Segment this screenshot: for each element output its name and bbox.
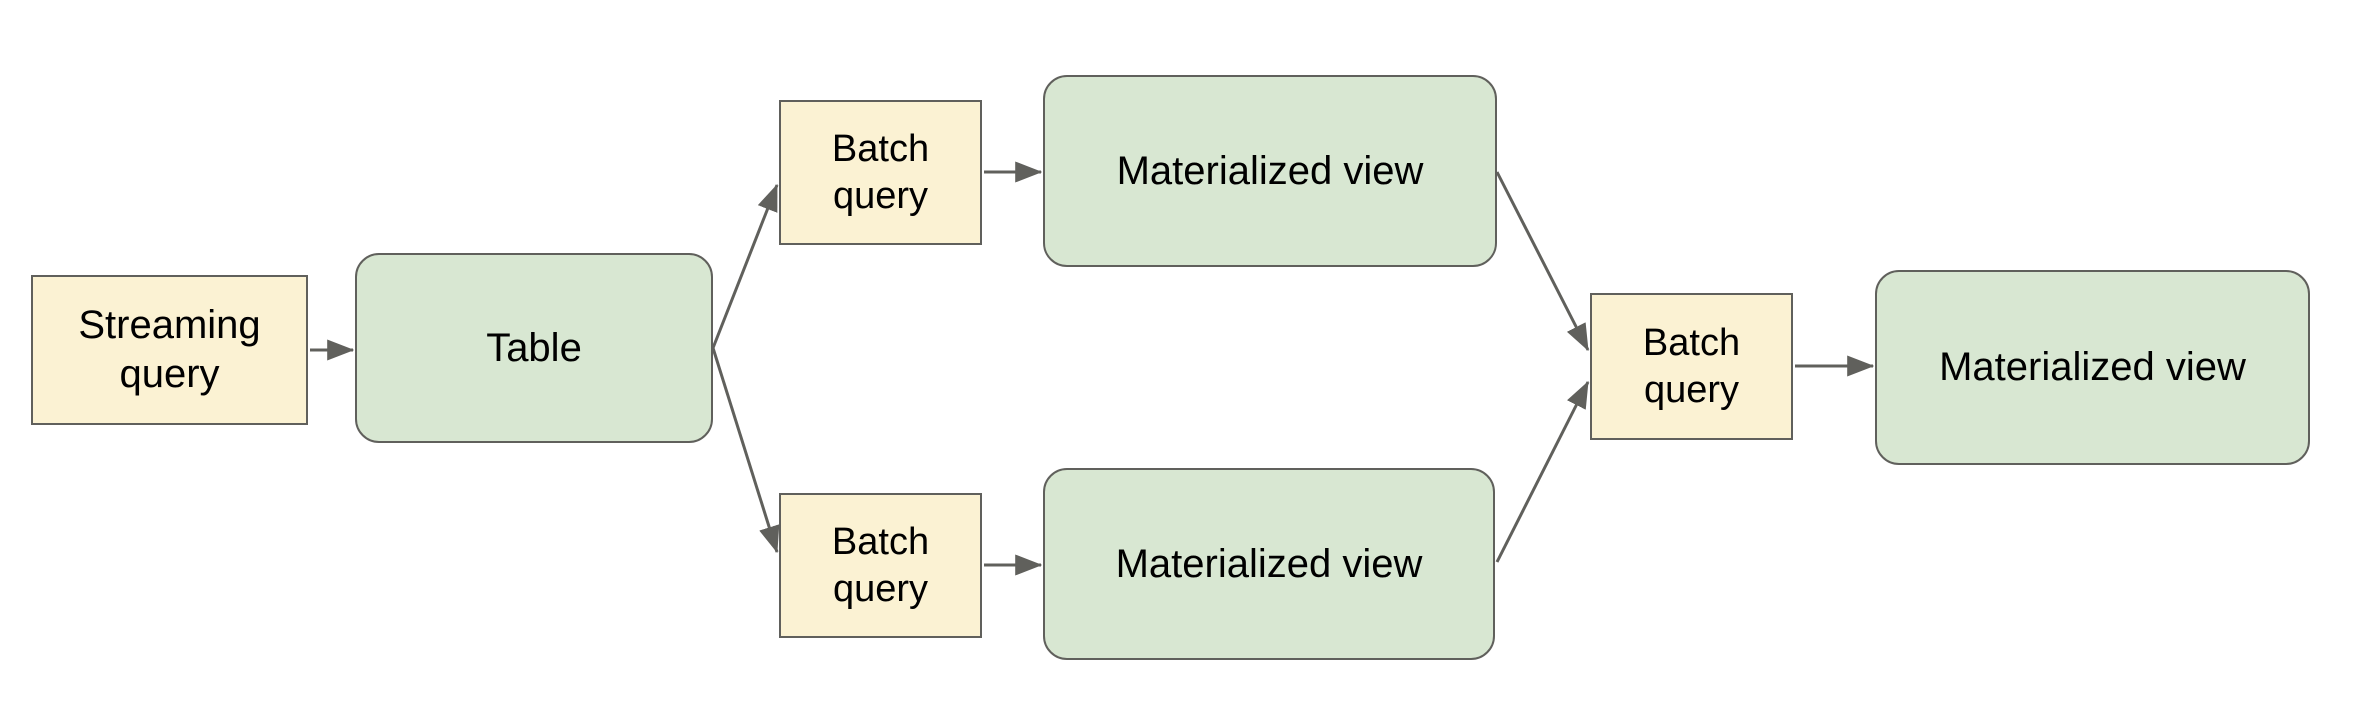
node-table-label: Table (486, 325, 582, 370)
node-batch-query-bottom[interactable]: Batch query (779, 493, 982, 638)
node-streaming-query[interactable]: Streaming query (31, 275, 308, 425)
node-materialized-view-top[interactable]: Materialized view (1043, 75, 1497, 267)
edge-materialized-view-top-to-batch-query-merge (1495, 171, 1590, 352)
edge-materialized-view-bottom-to-batch-query-merge (1495, 380, 1590, 563)
node-materialized-view-bottom-label: Materialized view (1115, 541, 1423, 586)
edge-table-to-batch-query-bottom (711, 347, 780, 554)
node-materialized-view-final-label: Materialized view (1939, 345, 2246, 390)
node-materialized-view-top-label: Materialized view (1116, 148, 1424, 193)
node-batch-query-merge[interactable]: Batch query (1590, 293, 1793, 440)
node-materialized-view-bottom[interactable]: Materialized view (1043, 468, 1495, 660)
node-table[interactable]: Table (355, 253, 713, 443)
node-batch-query-top[interactable]: Batch query (779, 100, 982, 245)
node-streaming-query-label: Streaming query (78, 303, 261, 396)
node-batch-query-top-label: Batch query (831, 128, 930, 217)
node-materialized-view-final[interactable]: Materialized view (1875, 270, 2310, 465)
node-batch-query-merge-label: Batch query (1642, 322, 1741, 411)
node-batch-query-bottom-label: Batch query (831, 521, 930, 610)
edge-table-to-batch-query-top (711, 183, 779, 349)
